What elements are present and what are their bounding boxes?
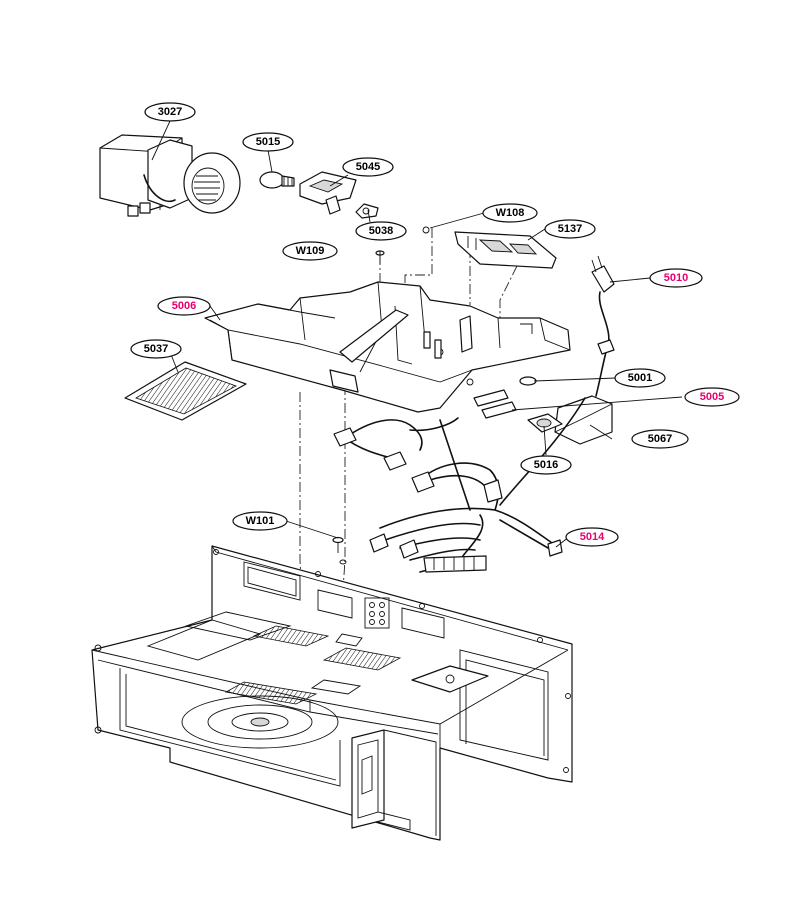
callout-5010: 5010 [649, 268, 703, 288]
callout-label: 5016 [534, 459, 558, 471]
fuse-parts [473, 376, 537, 419]
lamp-socket [355, 203, 379, 219]
callout-5037: 5037 [130, 339, 182, 359]
callout-label: W101 [246, 515, 275, 527]
leader-lines [151, 120, 683, 548]
blower-fan-assembly [99, 134, 241, 217]
callout-label: 5014 [580, 531, 605, 543]
pcb-plate [422, 226, 557, 269]
lamp-socket-bracket [299, 171, 357, 215]
callout-label: 5038 [369, 225, 393, 237]
callout-W109: W109 [282, 241, 338, 261]
callout-5067: 5067 [631, 429, 689, 449]
callout-label: 5006 [172, 300, 196, 312]
base-duct-frame [204, 281, 571, 413]
wiring-harness [333, 397, 586, 573]
power-cord [591, 255, 615, 397]
callout-5045: 5045 [342, 157, 394, 177]
screw-w101 [332, 536, 347, 565]
callout-label: W108 [496, 207, 525, 219]
callout-5001: 5001 [614, 368, 666, 388]
callout-label: 5010 [664, 272, 688, 284]
lamp-bulb [259, 171, 295, 189]
callout-5016: 5016 [520, 455, 572, 475]
callout-label: 5045 [356, 161, 380, 173]
callout-5038: 5038 [355, 221, 407, 241]
callout-3027: 3027 [144, 102, 196, 122]
callout-5015: 5015 [242, 132, 294, 152]
callout-5006: 5006 [157, 296, 211, 316]
callout-label: 5137 [558, 223, 582, 235]
callout-label: 5005 [700, 391, 724, 403]
callout-5137: 5137 [544, 219, 596, 239]
oven-cavity-case [91, 545, 573, 841]
callout-W108: W108 [482, 203, 538, 223]
callout-label: 5037 [144, 343, 168, 355]
callout-5005: 5005 [684, 387, 740, 407]
callout-W101: W101 [232, 511, 288, 531]
callout-label: 5067 [648, 433, 672, 445]
callout-label: 5001 [628, 372, 652, 384]
callout-label: W109 [296, 245, 325, 257]
grease-filter [124, 361, 247, 421]
callout-label: 3027 [158, 106, 182, 118]
callout-label: 5015 [256, 136, 280, 148]
thermostat-bracket [527, 395, 613, 445]
callout-5014: 5014 [565, 527, 619, 547]
